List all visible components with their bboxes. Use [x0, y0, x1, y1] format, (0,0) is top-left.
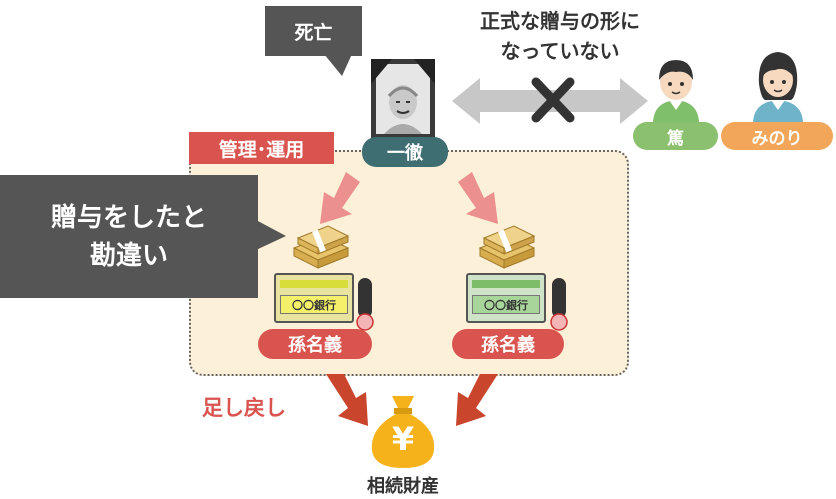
- transfer-arrow-right: [458, 172, 498, 224]
- misunderstanding-bubble: 贈与をしたと 勘違い: [0, 175, 258, 298]
- estate-arrow-right: [456, 374, 498, 426]
- misunderstanding-line-1: 贈与をしたと: [50, 202, 207, 233]
- account-name-right: 孫名義: [481, 335, 535, 356]
- account-name-tag-right: 孫名義: [452, 329, 564, 359]
- grandson-name-tag: 篤: [633, 122, 718, 150]
- grandfather-name: 一徹: [387, 143, 423, 164]
- yen-symbol: ¥: [391, 420, 415, 458]
- death-label: 死亡: [294, 21, 333, 44]
- management-label: 管理･運用: [218, 138, 305, 161]
- cash-stack-icon-left: [292, 225, 350, 269]
- estate-arrow-left: [326, 374, 368, 426]
- death-bubble-tail: [324, 54, 352, 76]
- cash-stack-icon-right: [478, 225, 536, 269]
- transfer-arrow-left: [320, 172, 360, 224]
- grandfather-portrait-icon: [371, 59, 435, 139]
- granddaughter-name: みのり: [751, 128, 803, 149]
- cross-icon: [531, 77, 575, 123]
- bankbook-right: 〇〇銀行: [466, 273, 546, 323]
- bankbook-left: 〇〇銀行: [274, 273, 354, 323]
- misunderstanding-line-2: 勘違い: [89, 240, 168, 271]
- estate-label: 相続財産: [367, 476, 439, 497]
- death-bubble: 死亡: [265, 6, 362, 56]
- note-text: 正式な贈与の形に なっていない: [445, 6, 675, 66]
- grandfather-name-tag: 一徹: [362, 137, 448, 167]
- note-line-1: 正式な贈与の形に: [480, 9, 640, 33]
- bank-label-right: 〇〇銀行: [484, 298, 528, 312]
- note-line-2: なっていない: [500, 39, 620, 63]
- account-name-left: 孫名義: [288, 335, 342, 356]
- misunderstanding-bubble-tail: [256, 220, 286, 250]
- bank-label-left: 〇〇銀行: [292, 298, 336, 312]
- addback-label: 足し戻し: [202, 396, 286, 420]
- seal-stamp-icon-right: [550, 278, 568, 331]
- seal-stamp-icon-left: [356, 278, 374, 331]
- money-bag-icon: [371, 396, 435, 468]
- grandson-name: 篤: [667, 128, 684, 149]
- granddaughter-avatar-icon: [753, 52, 803, 124]
- granddaughter-name-tag: みのり: [721, 122, 833, 150]
- grandson-avatar-icon: [653, 60, 699, 124]
- account-name-tag-left: 孫名義: [258, 329, 372, 359]
- management-tag: 管理･運用: [189, 132, 334, 164]
